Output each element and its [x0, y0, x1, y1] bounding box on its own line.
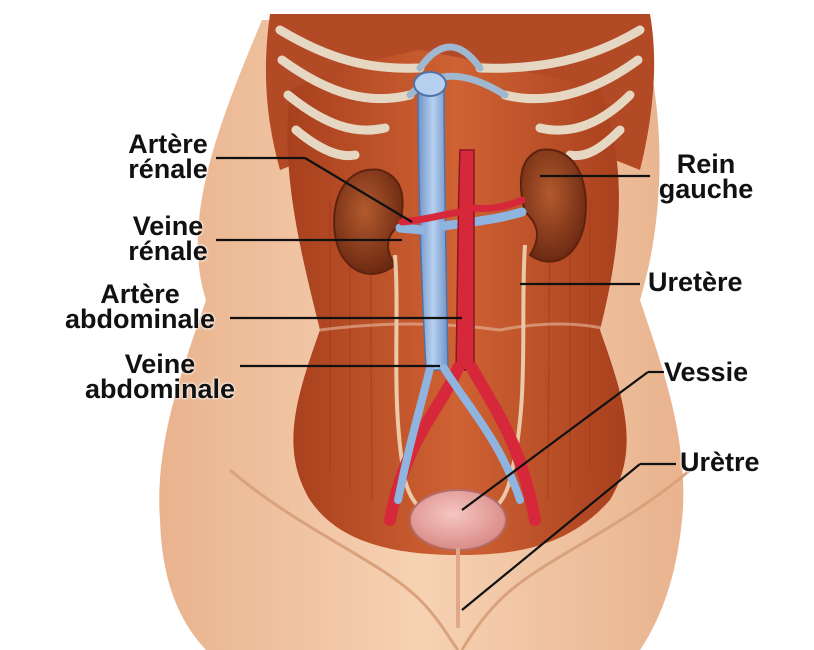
- label-urethra: Urètre: [680, 450, 800, 475]
- label-ureter: Uretère: [648, 270, 788, 295]
- label-bladder: Vessie: [664, 360, 794, 385]
- label-abdominal-vein: Veine abdominale: [60, 352, 260, 402]
- bladder: [410, 490, 506, 550]
- abdominal-artery: [456, 150, 474, 370]
- label-renal-artery: Artère rénale: [108, 132, 228, 182]
- label-left-kidney: Rein gauche: [646, 152, 766, 202]
- label-abdominal-artery: Artère abdominale: [40, 282, 240, 332]
- label-renal-vein: Veine rénale: [108, 214, 228, 264]
- vena-cava-opening: [414, 72, 446, 96]
